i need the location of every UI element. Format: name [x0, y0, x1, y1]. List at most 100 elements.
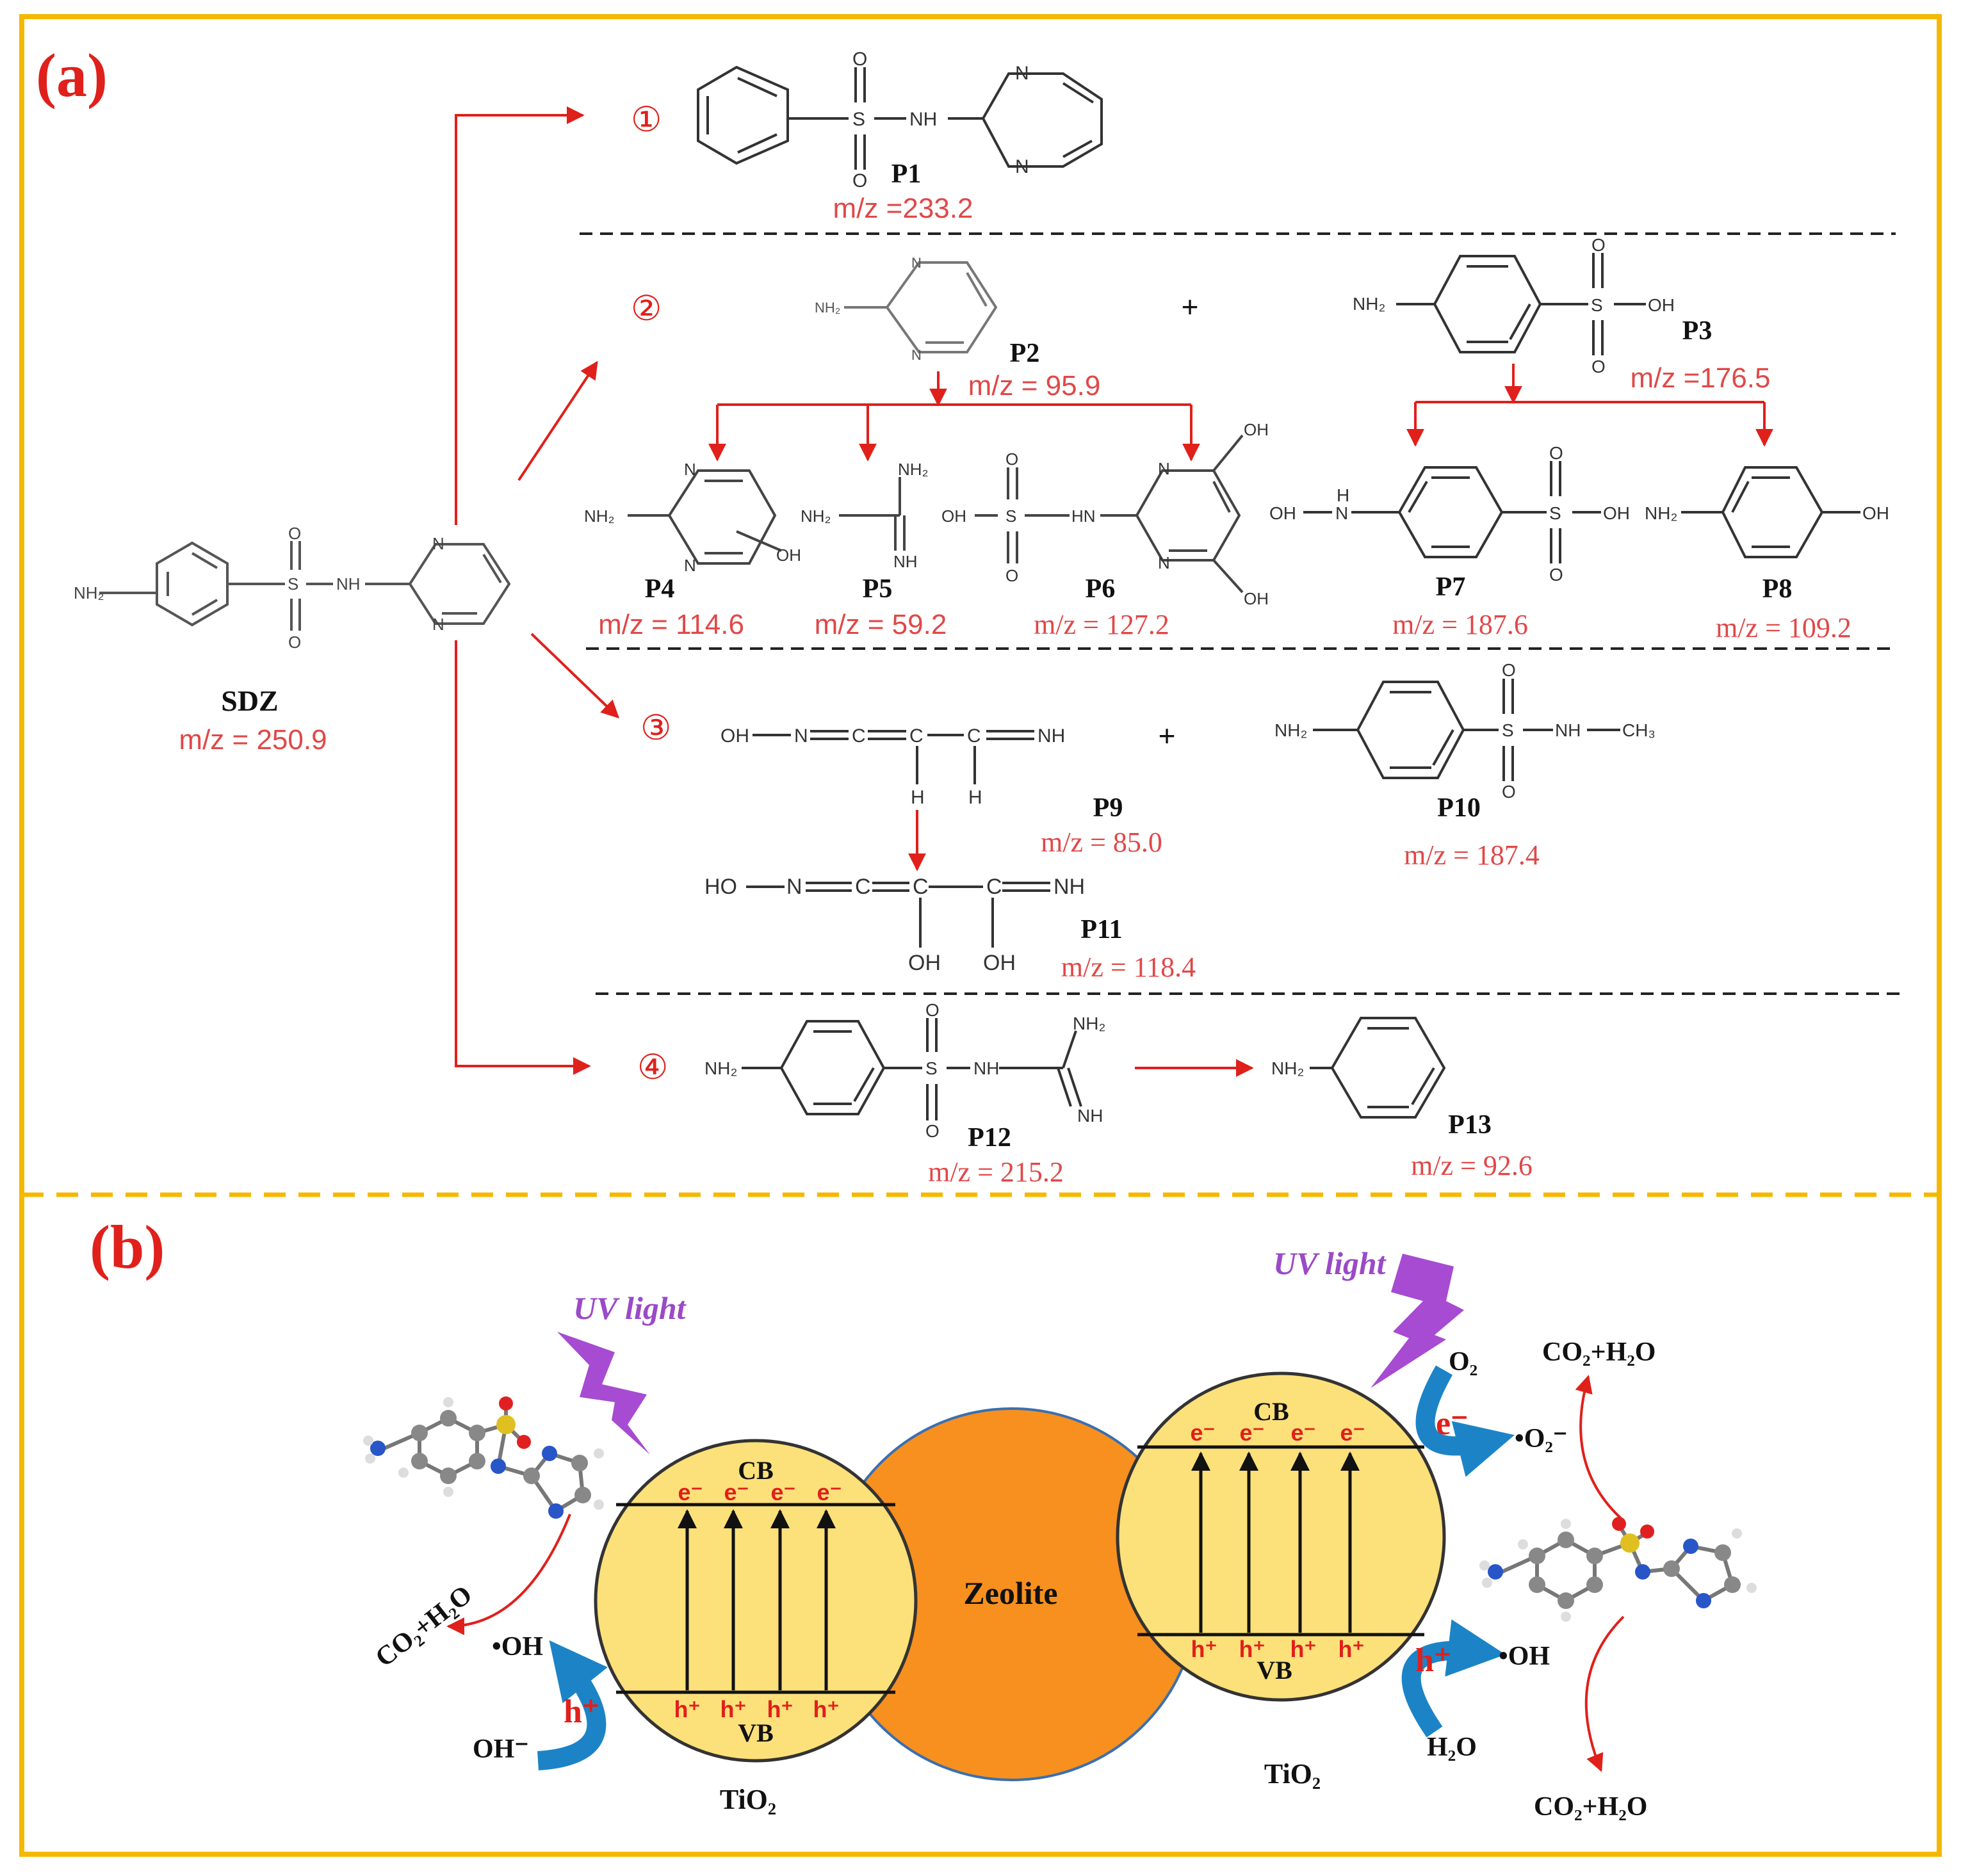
- p9-mz: m/z = 85.0: [1041, 827, 1162, 858]
- panel-a-label: (a): [36, 41, 108, 109]
- svg-text:O: O: [852, 170, 867, 191]
- p2-branch-arrows: [708, 371, 1200, 462]
- p13-mz: m/z = 92.6: [1411, 1150, 1533, 1181]
- p11-name: P11: [1080, 915, 1122, 944]
- p4-mz: m/z = 114.6: [598, 609, 744, 640]
- svg-text:O: O: [1005, 566, 1018, 585]
- route-4: ④: [637, 1048, 668, 1087]
- svg-text:H: H: [911, 787, 925, 808]
- left-electron-3: e⁻: [770, 1479, 795, 1505]
- right-hole-blue-arrow: [1401, 1619, 1506, 1738]
- left-tio2-label: TiO₂: [720, 1784, 776, 1815]
- svg-text:N: N: [432, 534, 444, 553]
- sdz-mz: m/z = 250.9: [179, 724, 327, 756]
- p10-structure: [1313, 679, 1620, 781]
- svg-text:N: N: [1015, 156, 1029, 177]
- p12-atom-labels: NH₂ S O O NH NH₂ NH: [704, 1000, 1105, 1141]
- svg-text:NH₂: NH₂: [74, 583, 104, 602]
- p13-atom-label: NH₂: [1271, 1058, 1304, 1078]
- left-hole-4: h⁺: [813, 1696, 840, 1722]
- left-oh-radical: •OH: [492, 1632, 543, 1662]
- p1-mz: m/z =233.2: [833, 193, 973, 224]
- p7-name: P7: [1436, 572, 1466, 602]
- p9-atom-labels: OH N C C C NH H H: [720, 725, 1065, 808]
- left-hole-3: h⁺: [767, 1696, 793, 1722]
- svg-text:O: O: [925, 1000, 940, 1020]
- p13-structure: [1310, 1017, 1446, 1119]
- p8-mz: m/z = 109.2: [1716, 612, 1851, 643]
- p7-atom-labels: OH N H S O O OH: [1269, 443, 1630, 585]
- p11-atom-labels: HO N C C C NH OH OH: [704, 875, 1085, 975]
- svg-text:N: N: [684, 460, 696, 479]
- right-degradation-arrow-top: [1575, 1375, 1625, 1522]
- svg-text:OH: OH: [720, 725, 749, 747]
- p7-mz: m/z = 187.6: [1392, 609, 1528, 640]
- left-oh-minus: OH⁻: [473, 1734, 529, 1764]
- svg-text:HN: HN: [1071, 506, 1096, 526]
- svg-text:NH: NH: [893, 552, 918, 571]
- plus-sign-route3: +: [1159, 719, 1176, 752]
- right-h-plus: h⁺: [1415, 1642, 1451, 1679]
- sdz-molecule-left-icon: [363, 1396, 604, 1519]
- right-electron-3: e⁻: [1290, 1419, 1315, 1446]
- p4-structure: [628, 469, 782, 565]
- svg-text:S: S: [1549, 503, 1561, 523]
- svg-text:OH: OH: [1648, 295, 1675, 315]
- svg-text:O: O: [288, 524, 301, 543]
- right-o2-radical: •O₂⁻: [1515, 1424, 1567, 1453]
- route-1: ①: [631, 101, 662, 139]
- p8-name: P8: [1762, 574, 1793, 604]
- right-hole-4: h⁺: [1339, 1636, 1365, 1662]
- left-hole-2: h⁺: [720, 1696, 747, 1722]
- sdz-structure: [99, 541, 511, 631]
- p3-branch-arrows: [1406, 364, 1773, 447]
- svg-text:O: O: [1502, 660, 1516, 680]
- svg-text:NH: NH: [973, 1058, 999, 1078]
- p9-name: P9: [1093, 793, 1123, 823]
- right-hole-3: h⁺: [1290, 1636, 1317, 1662]
- right-cb-label: CB: [1253, 1397, 1289, 1426]
- svg-text:OH: OH: [1244, 420, 1269, 439]
- svg-text:NH₂: NH₂: [898, 460, 929, 479]
- route-arrows: [455, 106, 620, 1075]
- left-h-plus: h⁺: [564, 1694, 599, 1730]
- svg-text:NH₂: NH₂: [1645, 503, 1677, 523]
- svg-text:NH₂: NH₂: [1274, 720, 1307, 740]
- svg-text:N: N: [1158, 553, 1170, 572]
- svg-text:N: N: [1335, 503, 1348, 523]
- p2-atom-labels: NH₂ N N: [815, 255, 922, 363]
- svg-text:N: N: [432, 615, 444, 634]
- right-electron-2: e⁻: [1239, 1419, 1264, 1446]
- p8-structure: [1681, 466, 1860, 558]
- panel-b-label: (b): [90, 1213, 165, 1281]
- svg-text:S: S: [925, 1058, 938, 1078]
- svg-text:NH₂: NH₂: [1353, 294, 1385, 314]
- route-2: ②: [631, 289, 662, 328]
- left-vb-label: VB: [738, 1718, 774, 1747]
- p2-mz: m/z = 95.9: [968, 370, 1101, 401]
- svg-text:NH₂: NH₂: [801, 506, 831, 526]
- p5-name: P5: [863, 574, 893, 604]
- plus-sign-route2: +: [1182, 290, 1199, 323]
- sdz-molecule-right-icon: [1479, 1517, 1757, 1622]
- panel-a: (a) NH₂ S O O NH N N SDZ m/z = 25: [36, 41, 1905, 1188]
- p12-name: P12: [968, 1123, 1011, 1152]
- p4-atom-labels: NH₂ N N OH: [584, 460, 801, 575]
- svg-text:OH: OH: [908, 951, 941, 975]
- tio2-particle-left: CB VB e⁻ e⁻ e⁻ e⁻ h⁺ h⁺ h⁺ h⁺: [594, 1439, 918, 1763]
- uv-light-label-right: UV light: [1273, 1245, 1387, 1281]
- sdz-atom-labels: NH₂ S O O NH N N: [74, 524, 444, 652]
- svg-text:NH₂: NH₂: [1073, 1014, 1105, 1033]
- right-electron-1: e⁻: [1190, 1419, 1215, 1446]
- p3-mz: m/z =176.5: [1631, 362, 1771, 394]
- svg-text:OH: OH: [1244, 589, 1269, 608]
- svg-text:N: N: [1158, 459, 1170, 478]
- svg-text:O: O: [288, 633, 301, 652]
- svg-text:O: O: [1005, 449, 1018, 469]
- right-degradation-arrow-bottom: [1584, 1615, 1625, 1772]
- svg-text:S: S: [852, 109, 865, 130]
- svg-text:OH: OH: [941, 506, 966, 526]
- p10-atom-labels: NH₂ S O O NH CH₃: [1274, 660, 1656, 802]
- svg-text:OH: OH: [1603, 503, 1630, 523]
- svg-text:C: C: [909, 725, 924, 747]
